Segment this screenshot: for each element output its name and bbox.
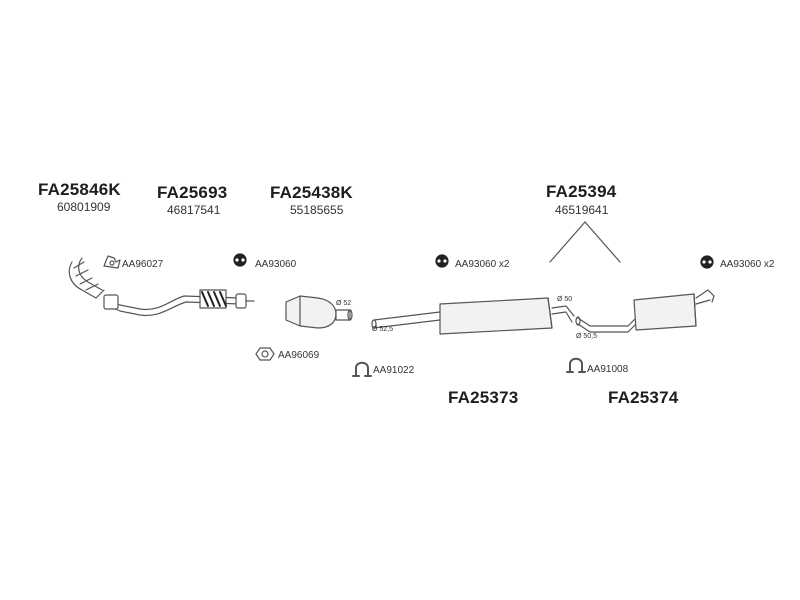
accessory-label-aa93060-x2-a[interactable]: AA93060 x2 — [455, 259, 510, 270]
part-number-fa25846k[interactable]: FA25846K — [38, 180, 121, 199]
oe-number-55185655: 55185655 — [290, 203, 344, 217]
part-number-fa25693[interactable]: FA25693 — [157, 183, 228, 202]
front-pipe-drawing — [68, 257, 105, 299]
flange-gasket-icon-aa96069 — [255, 347, 275, 361]
part-number-fa25438k[interactable]: FA25438K — [270, 183, 353, 202]
oe-number-46519641: 46519641 — [555, 203, 609, 217]
gasket-icon-aa96027 — [103, 255, 121, 269]
accessory-label-aa91008[interactable]: AA91008 — [587, 364, 629, 375]
diameter-label-52: Ø 52 — [336, 300, 352, 307]
intermediate-pipe-drawing — [103, 289, 255, 317]
oe-number-60801909: 60801909 — [57, 200, 111, 214]
rubber-mount-icon-aa93060 — [233, 253, 247, 267]
clamp-icon-aa91022 — [352, 361, 372, 377]
accessory-label-aa96069[interactable]: AA96069 — [278, 350, 320, 361]
accessory-label-aa91022[interactable]: AA91022 — [373, 365, 415, 376]
clamp-icon-aa91008 — [566, 357, 586, 373]
rear-silencer-drawing — [575, 289, 715, 333]
rubber-mount-icon-aa93060-x2-a — [435, 254, 449, 268]
oe-number-46817541: 46817541 — [167, 203, 221, 217]
diameter-label-50: Ø 50 — [557, 296, 573, 303]
diameter-label-50-5: Ø 50,5 — [576, 333, 598, 340]
catalyst-drawing — [285, 295, 353, 329]
part-number-fa25394[interactable]: FA25394 — [546, 182, 617, 201]
accessory-label-aa93060-x2-b[interactable]: AA93060 x2 — [720, 259, 775, 270]
part-number-fa25374[interactable]: FA25374 — [608, 388, 679, 407]
accessory-label-aa96027[interactable]: AA96027 — [122, 259, 164, 270]
diameter-label-52-5: Ø 52,5 — [372, 326, 394, 333]
rubber-mount-icon-aa93060-x2-b — [700, 255, 714, 269]
accessory-label-aa93060[interactable]: AA93060 — [255, 259, 297, 270]
centre-silencer-drawing — [371, 297, 575, 335]
assembly-bracket-lines — [549, 221, 621, 263]
part-number-fa25373[interactable]: FA25373 — [448, 388, 519, 407]
